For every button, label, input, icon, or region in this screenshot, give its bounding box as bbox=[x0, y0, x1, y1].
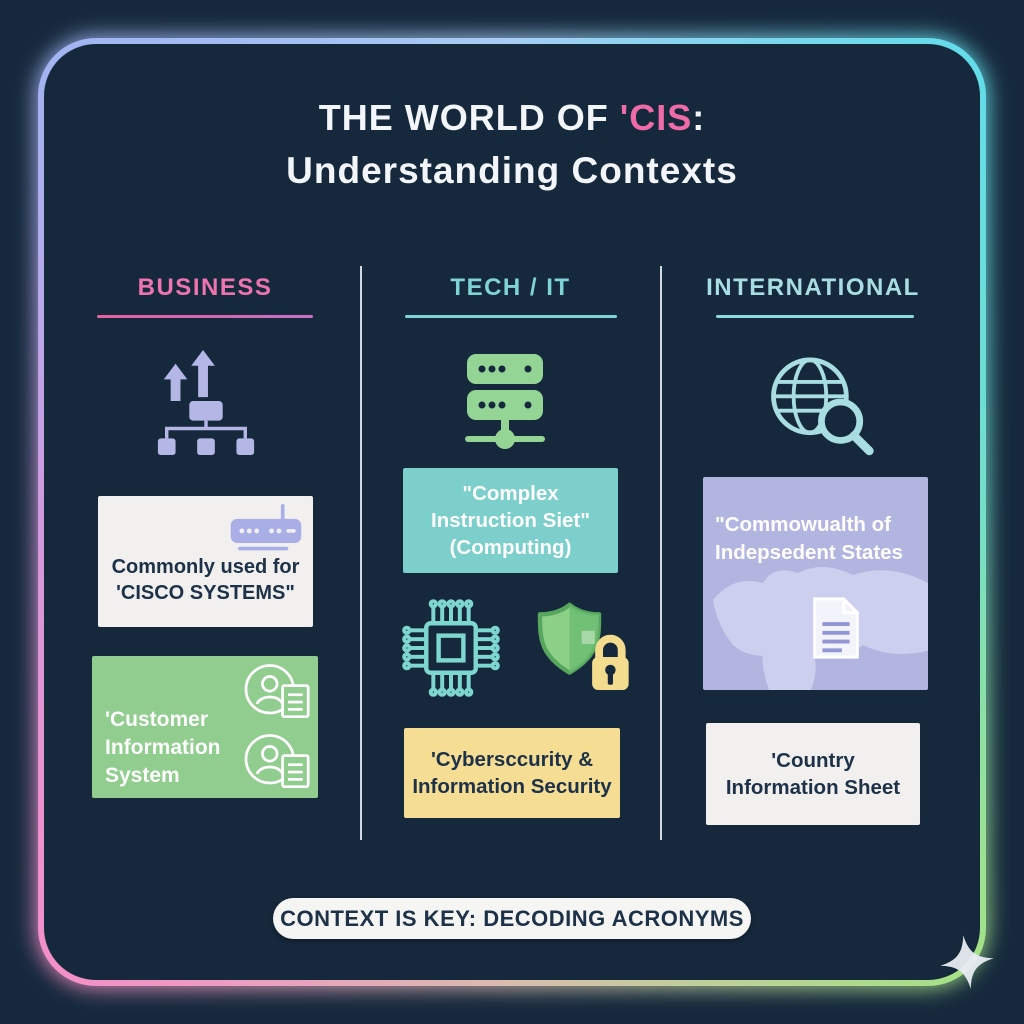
tech-card-cybersecurity: 'Cybersccurity & Information Security bbox=[404, 728, 620, 818]
footer-banner: CONTEXT IS KEY: DECODING ACRONYMS bbox=[273, 898, 751, 939]
sparkle-icon bbox=[940, 935, 994, 989]
international-card-commonwealth: "Commowualth of Indepsedent States bbox=[703, 477, 928, 690]
tech-card-complex-instruction-text: "Complex Instruction Siet" (Computing) bbox=[431, 482, 590, 559]
page-title: THE WORLD OF 'CIS: bbox=[0, 96, 1024, 140]
column-header-international: INTERNATIONAL bbox=[706, 274, 920, 301]
org-chart-growth-icon bbox=[157, 349, 255, 456]
international-card-country-sheet: 'Country Information Sheet bbox=[706, 723, 920, 825]
business-card-customer-info: 'Customer Information System bbox=[92, 656, 318, 798]
customer-profile-icon bbox=[244, 734, 310, 789]
business-underline bbox=[97, 315, 313, 318]
column-header-tech: TECH / IT bbox=[450, 274, 571, 301]
business-card-cisco: Commonly used for 'CISCO SYSTEMS" bbox=[98, 496, 313, 627]
document-icon bbox=[813, 597, 859, 659]
international-card-commonwealth-text: "Commowualth of Indepsedent States bbox=[715, 513, 903, 564]
title-suffix: : bbox=[692, 97, 706, 138]
column-header-business: BUSINESS bbox=[137, 274, 273, 301]
divider-tech-international bbox=[660, 266, 662, 840]
support-agent-icon bbox=[244, 664, 310, 719]
tech-card-complex-instruction: "Complex Instruction Siet" (Computing) bbox=[403, 468, 618, 573]
page-subtitle: Understanding Contexts bbox=[286, 150, 738, 191]
shield-lock-icon bbox=[537, 602, 629, 690]
business-card-customer-info-text: 'Customer Information System bbox=[105, 708, 221, 787]
router-icon bbox=[230, 504, 302, 551]
title-prefix: THE WORLD OF bbox=[318, 97, 620, 138]
tech-underline bbox=[405, 315, 617, 318]
divider-business-tech bbox=[360, 266, 362, 840]
server-network-icon bbox=[465, 354, 545, 449]
international-underline bbox=[716, 315, 914, 318]
international-card-country-sheet-text: 'Country Information Sheet bbox=[725, 749, 901, 799]
tech-card-cybersecurity-text: 'Cybersccurity & Information Security bbox=[412, 748, 612, 798]
globe-search-icon bbox=[771, 357, 874, 456]
cpu-chip-icon bbox=[402, 599, 500, 697]
title-highlight-cis: 'CIS bbox=[619, 97, 693, 138]
business-card-cisco-text: Commonly used for 'CISCO SYSTEMS" bbox=[111, 556, 300, 604]
